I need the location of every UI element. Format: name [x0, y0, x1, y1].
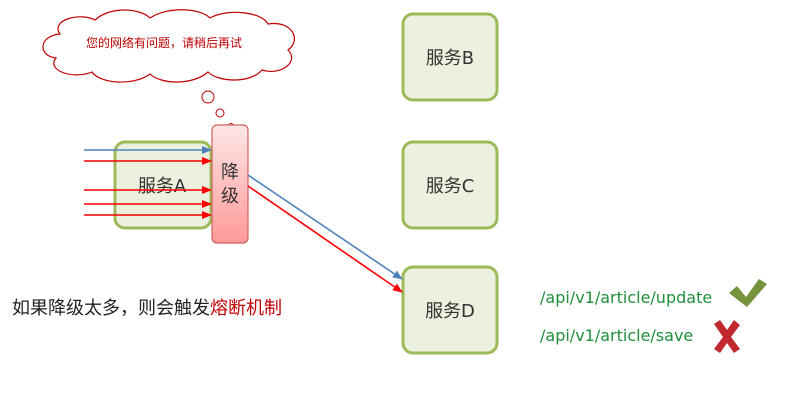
caption-prefix: 如果降级太多，则会触发 [12, 298, 210, 319]
api-path-save: /api/v1/article/save [540, 326, 694, 345]
incoming-requests [84, 146, 212, 219]
service-b-box [401, 12, 499, 102]
service-b: 服务B [401, 12, 499, 102]
service-a: 服务A [113, 140, 213, 230]
fallback-block: 降 级 [211, 124, 249, 244]
outgoing-arrow-blue [247, 174, 403, 280]
fallback-char-2: 级 [221, 186, 239, 207]
thought-bubble-medium [215, 108, 225, 118]
fallback-box [211, 124, 249, 244]
caption-highlight: 熔断机制 [210, 298, 282, 319]
service-c-label: 服务C [426, 176, 475, 197]
cloud-shape [42, 9, 295, 83]
outgoing-arrow-red [247, 185, 403, 293]
api-path-update: /api/v1/article/update [540, 288, 713, 307]
service-b-label: 服务B [426, 48, 474, 69]
cloud-message: 您的网络有问题，请稍后再试 [86, 35, 242, 50]
service-c-box [401, 140, 499, 230]
service-a-label: 服务A [138, 176, 187, 197]
thought-bubble-large [201, 90, 215, 104]
service-d-label: 服务D [425, 301, 475, 322]
check-icon [729, 279, 767, 307]
fallback-char-1: 降 [221, 162, 239, 183]
service-a-box [113, 140, 213, 230]
service-d: 服务D [401, 265, 499, 355]
thought-cloud: 您的网络有问题，请稍后再试 [42, 9, 295, 129]
outgoing-requests [247, 174, 403, 293]
caption: 如果降级太多，则会触发熔断机制 [12, 294, 282, 320]
service-d-box [401, 265, 499, 355]
cross-icon [714, 320, 740, 353]
service-c: 服务C [401, 140, 499, 230]
